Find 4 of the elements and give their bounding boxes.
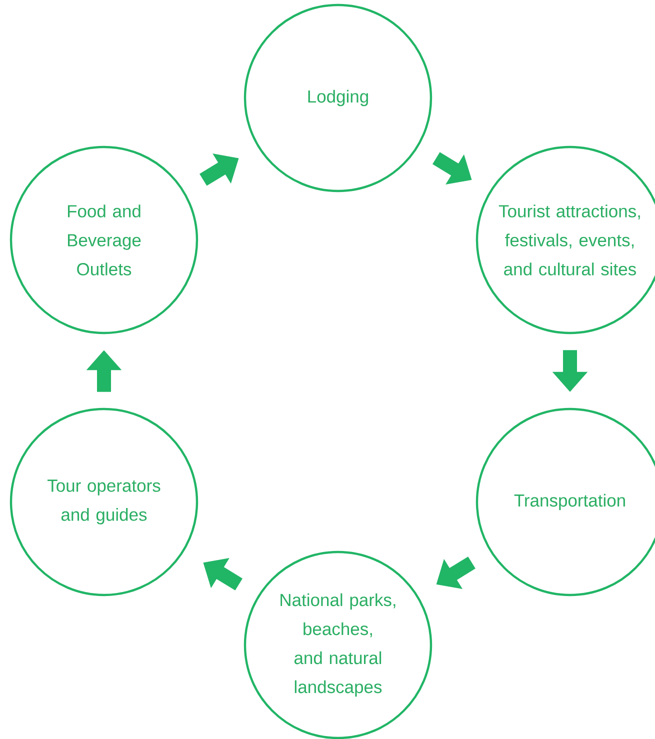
circle-node: Food and Beverage Outlets xyxy=(10,146,198,334)
circle-node: Tour operators and guides xyxy=(10,408,198,596)
circle-node: National parks, beaches, and natural landscapes xyxy=(244,550,432,739)
circle-node: Lodging xyxy=(244,4,432,192)
